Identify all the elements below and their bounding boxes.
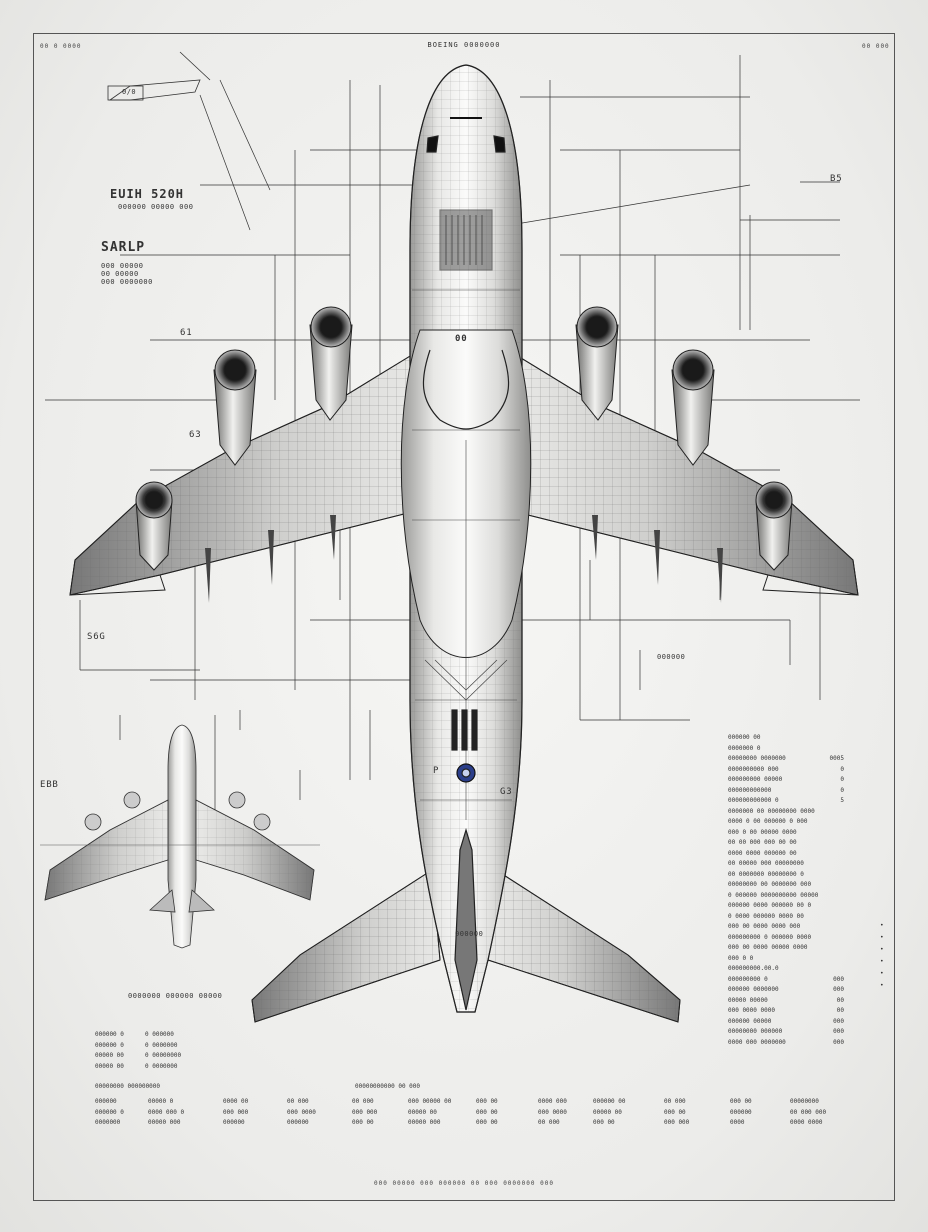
corner-code-top-left: 00 0 0000 <box>40 43 82 50</box>
sheet-title: BOEING 0000000 <box>427 41 501 49</box>
spec-row: 000 0 0 <box>728 954 754 962</box>
detail-sketch-top-left <box>107 51 211 101</box>
fuselage-code-1: P <box>433 766 440 776</box>
spec-row: 0000000 00 00000000 0000 <box>728 807 815 815</box>
nacelle-tag: 000000 <box>657 653 686 661</box>
engine-left-mid <box>213 349 257 466</box>
sarlp-line-2: 00 00000 <box>101 270 139 278</box>
callout-61: 61 <box>180 328 193 338</box>
callout-63: 63 <box>189 430 202 440</box>
callout-b5: B5 <box>830 174 843 184</box>
spec-row: 00 00000 000 00000000 <box>728 860 804 867</box>
spec-row: 000 0 00 00000 0000 <box>728 828 797 836</box>
heading-left: EUIH 520H <box>110 187 185 201</box>
inset-label: EBB <box>40 780 59 790</box>
tail-ident: 000000 <box>455 930 484 938</box>
inset-aircraft-drawing <box>40 724 320 949</box>
tag-label: 0/0 <box>122 88 137 96</box>
spec-row: 000000 00 <box>728 734 761 741</box>
spec-row: 0 000000 0000000000 00000 <box>728 891 819 899</box>
bottom-table-header-1: 00000000 000000000 <box>95 1083 161 1090</box>
engine-right-outer <box>755 481 793 571</box>
section-label-sarlp: SARLP <box>101 240 146 255</box>
spec-row: 000000 0000 000000 00 0 <box>728 902 812 909</box>
sheet-footer: 000 00000 000 000000 00 000 0000000 000 <box>374 1180 554 1187</box>
margin-marks: •••••• <box>880 922 884 989</box>
sarlp-line-3: 000 0000000 <box>101 278 153 286</box>
sarlp-line-1: 000 00000 <box>101 262 144 270</box>
engine-right-inner <box>575 306 619 421</box>
leader-lines <box>45 55 860 860</box>
spec-row: 0000000 0 <box>728 744 761 752</box>
corner-code-top-right: 00 000 <box>862 43 890 50</box>
bottom-list-col-1: 000000 0 000000 0 00000 00 00000 00 <box>95 1031 124 1070</box>
fuselage <box>400 64 532 1013</box>
spec-row: 00 00 000 000 00 00 <box>728 839 797 846</box>
spec-row: 00000000 00 0000000 000 <box>728 881 812 888</box>
inset-caption: 0000000 000000 00000 <box>128 992 223 1000</box>
engine-left-outer <box>135 481 173 571</box>
spec-row: 0000 0000 000000 00 <box>728 849 797 857</box>
spec-row: 000 00 0000 00000 0000 <box>728 944 808 951</box>
spec-row: 00 0000000 00000000 0 <box>728 870 804 878</box>
spec-row: 0 0000 000000 0000 00 <box>728 912 804 920</box>
fuselage-mark: 00 <box>455 334 468 344</box>
callout-s6g: S6G <box>87 632 106 642</box>
heading-left-sub: 000000 00000 000 <box>118 203 194 211</box>
flap-fairings <box>205 515 723 603</box>
bottom-list-col-2: 0 000000 0 0000000 0 00000000 0 0000000 <box>145 1031 182 1070</box>
engine-left-inner <box>309 306 353 421</box>
spec-row: 000 00 0000 0000 000 <box>728 923 801 930</box>
sheet-border <box>33 33 895 1201</box>
horizontal-stabilizer-left <box>251 869 441 1023</box>
spec-row: 000000000.00.0 <box>728 965 779 972</box>
horizontal-stabilizer-right <box>487 869 681 1023</box>
spec-row: 000000000 0 000000 0000 <box>728 933 812 941</box>
spec-row: 0000 0 00 000000 0 000 <box>728 818 808 825</box>
fuselage-code-2: G3 <box>500 787 513 797</box>
engine-right-mid <box>671 349 715 466</box>
bottom-table-header-2: 00000000000 00 000 <box>355 1083 421 1090</box>
